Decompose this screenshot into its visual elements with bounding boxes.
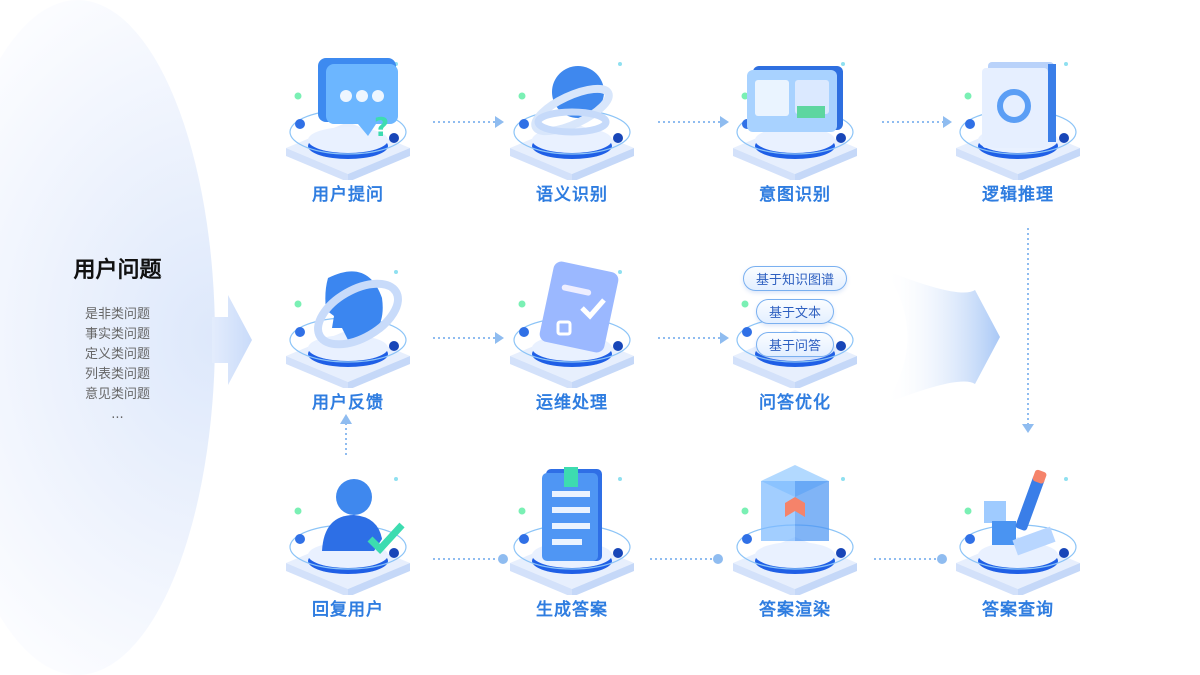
- option-bubble: 基于文本: [755, 299, 835, 324]
- question-type-list: 是非类问题 事实类问题 定义类问题 列表类问题 意见类问题 ...: [60, 305, 175, 425]
- svg-text:?: ?: [374, 113, 389, 143]
- user-check-icon: [322, 479, 405, 555]
- node-label: 运维处理: [536, 393, 608, 413]
- option-bubble: 基于问答: [755, 332, 835, 357]
- platform-icon: [286, 270, 410, 388]
- flow-node: 意图识别: [725, 40, 865, 220]
- platform-icon: [956, 469, 1080, 595]
- node-label: 用户提问: [312, 185, 384, 205]
- globe-ring-icon: [531, 66, 613, 136]
- pencil-blocks-icon: [984, 469, 1056, 556]
- screen-dashboard-icon: [747, 66, 843, 132]
- head-profile-icon: [314, 271, 402, 349]
- node-label: 答案渲染: [759, 600, 831, 620]
- question-type-item: 意见类问题: [84, 387, 150, 402]
- flow-node: 语义识别: [502, 40, 642, 220]
- platform-icon: [733, 465, 857, 595]
- flow-node: 答案查询: [948, 455, 1088, 635]
- question-type-item: 是非类问题: [84, 307, 150, 322]
- big-flow-arrow-icon: [885, 270, 1000, 404]
- node-label: 用户反馈: [312, 393, 384, 413]
- platform-icon: [956, 62, 1080, 180]
- document-icon: [542, 467, 602, 561]
- node-label: 意图识别: [759, 185, 831, 205]
- flow-node: 回复用户: [278, 455, 418, 635]
- node-label: 生成答案: [536, 600, 608, 620]
- user-question-panel: [0, 0, 215, 675]
- folder-gear-icon: [982, 62, 1056, 148]
- flow-node: 用户反馈: [278, 248, 418, 428]
- left-arrow-icon: [212, 295, 252, 385]
- clipboard-check-icon: [539, 261, 619, 353]
- platform-icon: [510, 261, 634, 388]
- flow-node: 问答优化 基于知识图谱基于文本基于问答: [725, 248, 865, 428]
- flow-node: 运维处理: [502, 248, 642, 428]
- question-type-item: ...: [111, 407, 124, 422]
- platform-icon: ?: [286, 58, 410, 180]
- cube-render-icon: [761, 465, 829, 541]
- platform-icon: [510, 62, 634, 180]
- flow-node: 生成答案: [502, 455, 642, 635]
- question-type-item: 列表类问题: [84, 367, 150, 382]
- node-label: 逻辑推理: [982, 185, 1054, 205]
- option-bubble: 基于知识图谱: [742, 266, 848, 291]
- question-type-item: 事实类问题: [84, 327, 150, 342]
- platform-icon: [286, 477, 410, 595]
- user-question-title: 用户问题: [73, 258, 162, 283]
- flow-node: 逻辑推理: [948, 40, 1088, 220]
- platform-icon: [510, 467, 634, 595]
- node-label: 答案查询: [982, 600, 1054, 620]
- node-label: 语义识别: [536, 185, 608, 205]
- flow-node: ? 用户提问: [278, 40, 418, 220]
- question-type-item: 定义类问题: [84, 347, 150, 362]
- platform-icon: [733, 62, 857, 180]
- chat-bubble-question-icon: ?: [318, 58, 398, 143]
- flow-node: 答案渲染: [725, 455, 865, 635]
- node-label: 问答优化: [759, 393, 831, 413]
- node-label: 回复用户: [312, 600, 384, 620]
